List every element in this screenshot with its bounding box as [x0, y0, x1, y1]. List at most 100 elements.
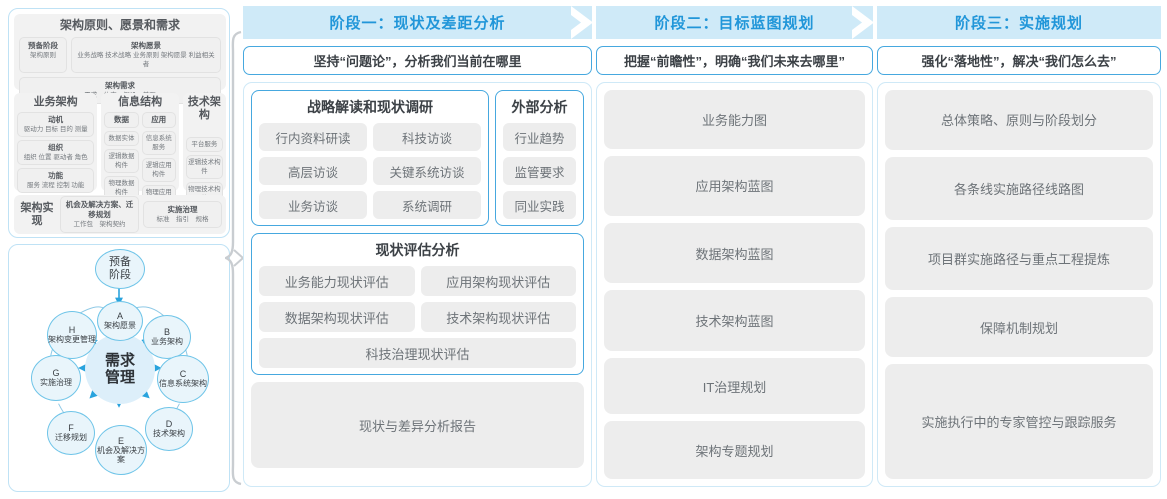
stage-1-banner-label: 阶段一：现状及差距分析 — [329, 15, 506, 32]
adm-node-g: G 实施治理 — [31, 355, 81, 401]
prep-phase-title: 预备阶段 — [28, 41, 58, 50]
logical-data-component-cell: 逻辑数据构件 — [104, 149, 139, 173]
stage-3-body: 总体策略、原则与阶段划分 各条线实施路径线路图 项目群实施路径与重点工程提炼 保… — [877, 82, 1161, 487]
adm-node-a: A 架构愿景 — [97, 301, 143, 341]
implementation-governance-cell: 实施治理 标准 指引 规格 — [143, 201, 222, 228]
stage-1: 阶段一：现状及差距分析 坚持“问题论”，分析我们当前在哪里 战略解读和现状调研 … — [243, 6, 593, 494]
list-item[interactable]: 项目群实施路径与重点工程提炼 — [885, 226, 1153, 291]
list-item[interactable]: 行内资料研读 — [259, 123, 367, 151]
adm-cycle: 预备 阶段 需求 管理 A 架构愿景 B 业务架构 — [9, 245, 229, 491]
prep-phase-cell: 预备阶段 架构原则 — [19, 37, 67, 73]
stage-2-subtitle: 把握“前瞻性”，明确“我们未来去哪里” — [596, 46, 873, 75]
table-row: 业务访谈 系统调研 — [259, 191, 481, 219]
list-item[interactable]: 应用架构蓝图 — [604, 155, 865, 216]
strategy-research-card: 战略解读和现状调研 行内资料研读 科技访谈 高层访谈 关键系统访谈 业务访谈 系… — [251, 90, 489, 226]
current-state-assessment-title: 现状评估分析 — [375, 242, 460, 258]
adm-node-prep: 预备 阶段 — [95, 249, 145, 289]
organization-cell: 组织 组织 位置 驱动者 角色 — [17, 140, 95, 165]
list-item[interactable]: 科技治理现状评估 — [259, 338, 576, 368]
technology-architecture-group: 技术架构 平台服务 逻辑技术构件 物理技术构件 — [182, 93, 227, 206]
architecture-vision-title: 架构愿景 — [131, 41, 161, 50]
list-item[interactable]: 业务访谈 — [259, 191, 367, 219]
architecture-vision-sub: 业务战略 技术战略 业务原则 架构愿景 利益相关者 — [77, 52, 215, 68]
adm-node-center: 需求 管理 — [85, 334, 155, 404]
left-column: 架构原则、愿景和需求 预备阶段 架构原则 架构愿景 业务战略 技术战略 业务原则… — [8, 8, 230, 492]
list-item[interactable]: 总体策略、原则与阶段划分 — [885, 90, 1153, 150]
stage-3-banner-label: 阶段三：实施规划 — [954, 15, 1083, 32]
strategy-research-title: 战略解读和现状调研 — [307, 99, 433, 115]
list-item[interactable]: 监管要求 — [503, 157, 576, 185]
adm-node-c: C 信息系统架构 — [157, 355, 209, 403]
architecture-realization-label: 架构实现 — [20, 201, 54, 227]
architecture-principles-group: 架构原则、愿景和需求 预备阶段 架构原则 架构愿景 业务战略 技术战略 业务原则… — [14, 14, 226, 104]
architecture-realization-group: 架构实现 机会及解决方案、迁移规划 工作包 架构契约 实施治理 标准 指引 规格 — [14, 195, 226, 234]
chevron-right-icon — [571, 6, 593, 39]
list-item[interactable]: 同业实践 — [503, 191, 576, 219]
list-item[interactable]: 实施执行中的专家管控与跟踪服务 — [885, 363, 1153, 479]
list-item[interactable]: 科技访谈 — [373, 123, 481, 151]
opportunities-migration-cell: 机会及解决方案、迁移规划 工作包 架构契约 — [60, 196, 139, 233]
list-item[interactable]: 关键系统访谈 — [373, 157, 481, 185]
adm-node-e: E 机会及解决方案 — [95, 425, 147, 475]
stage-2: 阶段二：目标蓝图规划 把握“前瞻性”，明确“我们未来去哪里” 业务能力图 应用架… — [596, 6, 874, 494]
architecture-principles-title: 架构原则、愿景和需求 — [59, 18, 180, 32]
architecture-domains-group: 业务架构 动机 驱动力 目标 目的 测量 组织 组织 位置 驱动者 角色 功能 — [14, 93, 227, 209]
architecture-requirements-title: 架构需求 — [105, 81, 135, 90]
stage-3-banner: 阶段三：实施规划 — [877, 6, 1161, 39]
business-architecture-group: 业务架构 动机 驱动力 目标 目的 测量 组织 组织 位置 驱动者 角色 功能 — [14, 93, 98, 193]
table-row: 高层访谈 关键系统访谈 — [259, 157, 481, 185]
stage-1-top-row: 战略解读和现状调研 行内资料研读 科技访谈 高层访谈 关键系统访谈 业务访谈 系… — [251, 90, 584, 226]
list-item[interactable]: IT治理规划 — [604, 357, 865, 415]
gap-analysis-report-tile[interactable]: 现状与差异分析报告 — [251, 382, 584, 468]
list-item[interactable]: 应用架构现状评估 — [420, 266, 576, 296]
data-cell: 数据 — [104, 112, 139, 128]
list-item[interactable]: 技术架构蓝图 — [604, 290, 865, 351]
list-item[interactable]: 技术架构现状评估 — [420, 302, 576, 332]
technology-architecture-title: 技术架构 — [187, 96, 221, 121]
list-item[interactable]: 数据架构现状评估 — [259, 302, 415, 332]
list-item[interactable]: 保障机制规划 — [885, 297, 1153, 357]
data-entity-cell: 数据实体 — [104, 131, 139, 146]
stage-2-banner: 阶段二：目标蓝图规划 — [596, 6, 874, 39]
external-analysis-card: 外部分析 行业趋势 监管要求 同业实践 — [495, 90, 584, 226]
external-analysis-list: 行业趋势 监管要求 同业实践 — [503, 123, 576, 219]
information-structure-group: 信息结构 数据 数据实体 逻辑数据构件 — [101, 93, 179, 209]
list-item[interactable]: 架构专题规划 — [604, 421, 865, 480]
stage-1-body: 战略解读和现状调研 行内资料研读 科技访谈 高层访谈 关键系统访谈 业务访谈 系… — [243, 82, 592, 487]
list-item[interactable]: 数据架构蓝图 — [604, 222, 865, 284]
stage-1-banner: 阶段一：现状及差距分析 — [243, 6, 593, 39]
list-item[interactable]: 高层访谈 — [259, 157, 367, 185]
table-row: 行内资料研读 科技访谈 — [259, 123, 481, 151]
function-cell: 功能 服务 流程 控制 功能 — [17, 168, 95, 193]
stage-2-banner-label: 阶段二：目标蓝图规划 — [654, 15, 815, 32]
adm-cycle-panel: 预备 阶段 需求 管理 A 架构愿景 B 业务架构 — [8, 244, 230, 492]
adm-node-d: D 技术架构 — [145, 407, 193, 451]
list-item[interactable]: 行业趋势 — [503, 123, 576, 151]
prep-phase-sub: 架构原则 — [30, 52, 56, 59]
business-architecture-title: 业务架构 — [33, 96, 78, 108]
external-analysis-title: 外部分析 — [511, 99, 568, 115]
togaf-content-framework-panel: 架构原则、愿景和需求 预备阶段 架构原则 架构愿景 业务战略 技术战略 业务原则… — [8, 8, 230, 238]
list-item[interactable]: 系统调研 — [373, 191, 481, 219]
list-item[interactable]: 业务能力图 — [604, 90, 865, 149]
adm-node-f: F 迁移规划 — [47, 411, 95, 455]
application-cell: 应用 — [141, 112, 176, 128]
stage-3-subtitle: 强化“落地性”，解决“我们怎么去” — [877, 46, 1161, 75]
chevron-right-icon — [852, 6, 874, 39]
information-system-service-cell: 信息系统服务 — [141, 131, 176, 155]
motivation-cell: 动机 驱动力 目标 目的 测量 — [17, 112, 95, 137]
stage-1-subtitle: 坚持“问题论”，分析我们当前在哪里 — [243, 46, 592, 75]
table-row: 业务能力现状评估 应用架构现状评估 — [259, 266, 576, 296]
logical-application-component-cell: 逻辑应用构件 — [141, 158, 176, 182]
table-row: 科技治理现状评估 — [259, 338, 576, 368]
stages-container: 阶段一：现状及差距分析 坚持“问题论”，分析我们当前在哪里 战略解读和现状调研 … — [243, 6, 1161, 494]
current-state-assessment-card: 现状评估分析 业务能力现状评估 应用架构现状评估 数据架构现状评估 技术架构现状… — [251, 233, 584, 375]
table-row: 数据架构现状评估 技术架构现状评估 — [259, 302, 576, 332]
information-structure-title: 信息结构 — [118, 96, 163, 108]
list-item[interactable]: 业务能力现状评估 — [259, 266, 415, 296]
adm-node-h: H 架构变更管理 — [47, 311, 97, 359]
architecture-vision-cell: 架构愿景 业务战略 技术战略 业务原则 架构愿景 利益相关者 — [71, 37, 221, 73]
platform-service-cell: 平台服务 — [185, 137, 224, 152]
list-item[interactable]: 各条线实施路径线路图 — [885, 156, 1153, 220]
